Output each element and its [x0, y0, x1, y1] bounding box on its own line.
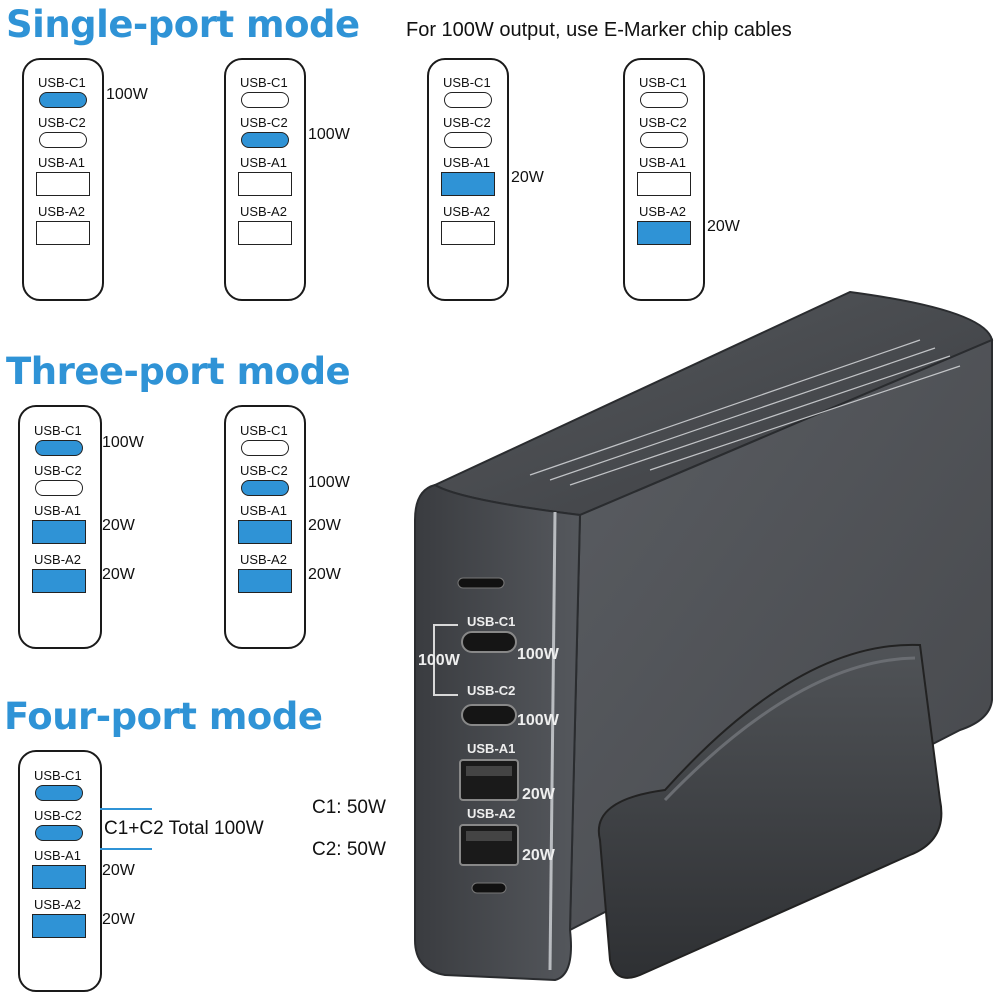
single-2-label-usb-a1: USB-A1 [240, 155, 287, 170]
three-1-label-usb-a2: USB-A2 [34, 552, 81, 567]
e-marker-note: For 100W output, use E-Marker chip cable… [406, 19, 792, 41]
device-watt-c2: 100W [517, 712, 559, 729]
four-watt-usb-a2: 20W [102, 911, 135, 928]
three-2-label-usb-c1: USB-C1 [240, 423, 288, 438]
three-2-label-usb-a2: USB-A2 [240, 552, 287, 567]
c1c2-total-label: C1+C2 Total 100W [104, 818, 264, 839]
three-2-watt-usb-a2: 20W [308, 566, 341, 583]
single-2-slot-usb-a2 [238, 221, 292, 245]
c2-split-label: C2: 50W [312, 839, 386, 860]
single-1-label-usb-c1: USB-C1 [38, 75, 86, 90]
single-1-label-usb-a1: USB-A1 [38, 155, 85, 170]
three-1-watt-usb-a1: 20W [102, 517, 135, 534]
device-watt-c1: 100W [517, 646, 559, 663]
three-1-slot-usb-a2 [32, 569, 86, 593]
four-slot-usb-a2 [32, 914, 86, 938]
device-watt-a2: 20W [522, 847, 555, 864]
three-2-slot-usb-a2 [238, 569, 292, 593]
single-4-label-usb-c2: USB-C2 [639, 115, 687, 130]
device-label-usb-c2: USB-C2 [467, 683, 516, 698]
device-stand [597, 643, 943, 979]
four-slot-usb-c2 [35, 825, 83, 841]
three-1-slot-usb-a1 [32, 520, 86, 544]
single-1-slot-usb-c1 [39, 92, 87, 108]
three-2-watt-usb-a1: 20W [308, 517, 341, 534]
single-2-slot-usb-a1 [238, 172, 292, 196]
four-slot-usb-c1 [35, 785, 83, 801]
single-1-slot-usb-a1 [36, 172, 90, 196]
four-port-heading: Four-port mode [4, 695, 323, 738]
single-1-watt-usb-c1: 100W [106, 86, 148, 103]
single-2-label-usb-a2: USB-A2 [240, 204, 287, 219]
device-watt-combined: 100W [418, 652, 460, 669]
device-usb-c1-port [461, 631, 517, 653]
single-2-watt-usb-c2: 100W [308, 126, 350, 143]
single-3-label-usb-a1: USB-A1 [443, 155, 490, 170]
single-4-slot-usb-a2 [637, 221, 691, 245]
single-4-slot-usb-c1 [640, 92, 688, 108]
single-3-slot-usb-c1 [444, 92, 492, 108]
three-1-slot-usb-c1 [35, 440, 83, 456]
device-label-usb-c1: USB-C1 [467, 614, 516, 629]
four-label-usb-a1: USB-A1 [34, 848, 81, 863]
bracket-line-bottom [100, 848, 152, 850]
single-4-label-usb-a2: USB-A2 [639, 204, 686, 219]
four-label-usb-c2: USB-C2 [34, 808, 82, 823]
single-3-slot-usb-c2 [444, 132, 492, 148]
four-label-usb-c1: USB-C1 [34, 768, 82, 783]
device-label-usb-a1: USB-A1 [467, 741, 516, 756]
device-watt-a1: 20W [522, 786, 555, 803]
single-2-slot-usb-c2 [241, 132, 289, 148]
single-1-label-usb-a2: USB-A2 [38, 204, 85, 219]
bracket-line-top [100, 808, 152, 810]
three-2-slot-usb-a1 [238, 520, 292, 544]
three-2-slot-usb-c1 [241, 440, 289, 456]
single-1-slot-usb-c2 [39, 132, 87, 148]
single-3-slot-usb-a2 [441, 221, 495, 245]
c1-split-label: C1: 50W [312, 797, 386, 818]
single-1-slot-usb-a2 [36, 221, 90, 245]
single-3-label-usb-c1: USB-C1 [443, 75, 491, 90]
single-3-watt-usb-a1: 20W [511, 169, 544, 186]
three-1-label-usb-c1: USB-C1 [34, 423, 82, 438]
single-2-label-usb-c1: USB-C1 [240, 75, 288, 90]
single-2-label-usb-c2: USB-C2 [240, 115, 288, 130]
single-3-slot-usb-a1 [441, 172, 495, 196]
single-1-label-usb-c2: USB-C2 [38, 115, 86, 130]
single-4-label-usb-c1: USB-C1 [639, 75, 687, 90]
three-1-label-usb-a1: USB-A1 [34, 503, 81, 518]
three-2-slot-usb-c2 [241, 480, 289, 496]
three-1-watt-usb-c1: 100W [102, 434, 144, 451]
three-2-label-usb-c2: USB-C2 [240, 463, 288, 478]
single-4-slot-usb-a1 [637, 172, 691, 196]
three-2-watt-usb-c2: 100W [308, 474, 350, 491]
device-usb-c2-port [461, 704, 517, 726]
device-label-usb-a2: USB-A2 [467, 806, 516, 821]
three-port-heading: Three-port mode [6, 350, 351, 393]
three-1-slot-usb-c2 [35, 480, 83, 496]
charger-device-illustration [414, 290, 994, 982]
single-4-label-usb-a1: USB-A1 [639, 155, 686, 170]
four-slot-usb-a1 [32, 865, 86, 889]
three-1-watt-usb-a2: 20W [102, 566, 135, 583]
single-3-label-usb-a2: USB-A2 [443, 204, 490, 219]
single-4-watt-usb-a2: 20W [707, 218, 740, 235]
four-label-usb-a2: USB-A2 [34, 897, 81, 912]
three-2-label-usb-a1: USB-A1 [240, 503, 287, 518]
device-front-face [414, 483, 582, 982]
single-2-slot-usb-c1 [241, 92, 289, 108]
single-port-heading: Single-port mode [6, 3, 360, 46]
single-4-slot-usb-c2 [640, 132, 688, 148]
single-3-label-usb-c2: USB-C2 [443, 115, 491, 130]
three-1-label-usb-c2: USB-C2 [34, 463, 82, 478]
four-watt-usb-a1: 20W [102, 862, 135, 879]
